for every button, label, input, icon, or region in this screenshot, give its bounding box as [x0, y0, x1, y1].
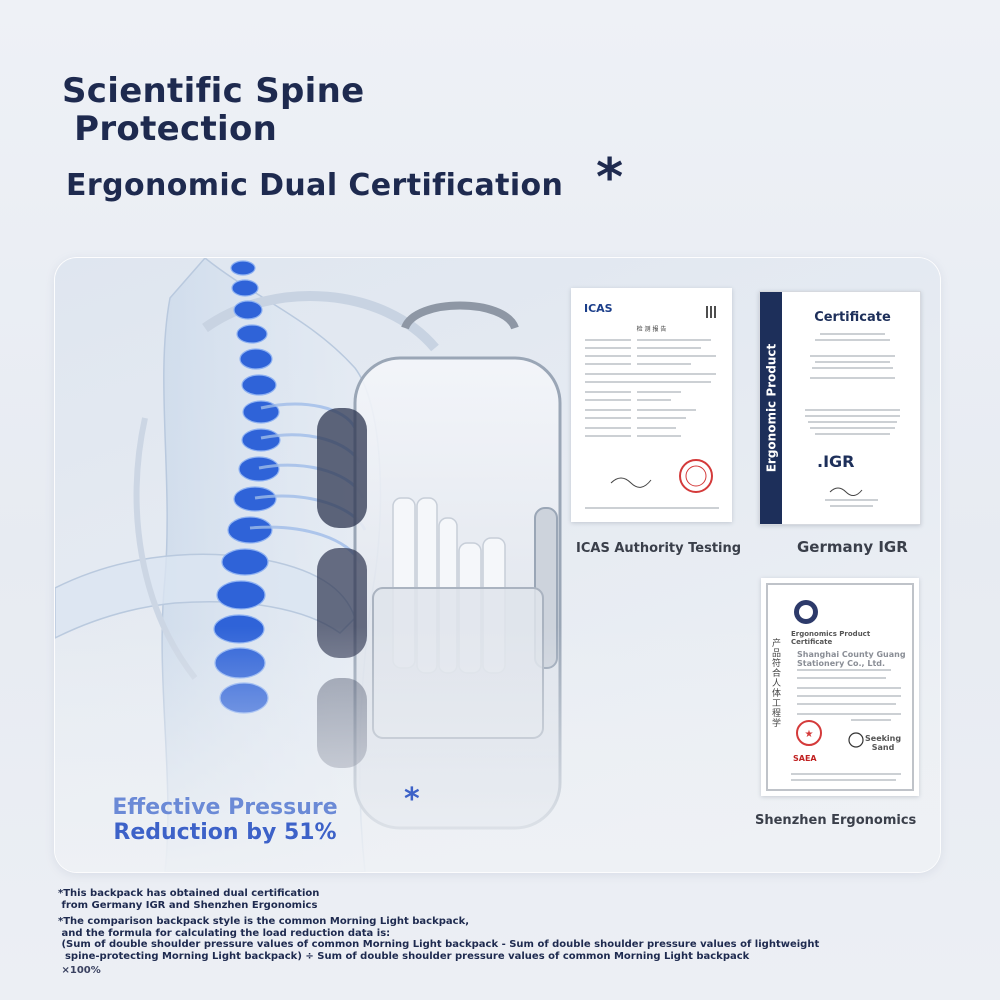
footnote-line-4: and the formula for calculating the load… [58, 927, 391, 939]
qr-code-icon [706, 306, 718, 318]
igr-certificate-image: Ergonomic Product Certificate .IGR [759, 291, 921, 525]
icas-report-title: 检 测 报 告 [636, 326, 667, 333]
shenzhen-certificate-title: Ergonomics Product Certificate [791, 630, 870, 646]
footnote-line-7: ×100% [58, 965, 101, 976]
shenzhen-title-line-1: Ergonomics Product [791, 630, 871, 638]
headline-line-1: Scientific Spine [62, 71, 365, 111]
shenzhen-certificate-image: ★ 产品符合人体工程学 Ergonomics Product Certifica… [761, 578, 919, 796]
footnote-line-1: *This backpack has obtained dual certifi… [58, 888, 320, 899]
igr-side-band: Ergonomic Product [760, 292, 782, 524]
illustration-asterisk: * [404, 782, 420, 817]
headline-line-2: Protection [62, 109, 278, 149]
icas-caption: ICAS Authority Testing [576, 541, 742, 556]
svg-text:★: ★ [805, 729, 814, 740]
certificate-border [766, 583, 914, 791]
footnote-line-3: *The comparison backpack style is the co… [58, 916, 470, 927]
shenzhen-side-text: 产品符合人体工程学 [770, 638, 780, 728]
igr-document-lines [805, 333, 900, 507]
pressure-reduction-claim: Effective Pressure Reduction by 51% [95, 795, 355, 845]
footnote-line-2: from Germany IGR and Shenzhen Ergonomics [58, 899, 318, 911]
footnotes: *This backpack has obtained dual certifi… [58, 888, 938, 977]
shenzhen-company-line-1: Shanghai County Guang [797, 650, 906, 659]
watermark-line-1: Seeking [865, 734, 902, 743]
icas-logo: ICAS [584, 302, 613, 315]
pressure-line-1: Effective Pressure [112, 795, 338, 820]
shenzhen-document-graphics: ★ [791, 600, 901, 781]
icas-document-lines [585, 339, 719, 509]
shenzhen-company-line-2: Stationery Co., Ltd. [797, 659, 886, 668]
pressure-line-2: Reduction by 51% [113, 820, 337, 845]
shenzhen-company-name: Shanghai County Guang Stationery Co., Lt… [797, 650, 906, 668]
footnote-line-5: (Sum of double shoulder pressure values … [58, 939, 820, 950]
headline: Scientific Spine Protection [62, 72, 364, 148]
footnote-line-6: spine-protecting Morning Light backpack)… [58, 950, 750, 962]
igr-logo-text: .IGR [817, 452, 855, 471]
shenzhen-title-line-2: Certificate [791, 638, 833, 646]
igr-certificate-title: Certificate [814, 310, 891, 325]
seeking-sand-watermark: Seeking Sand [865, 734, 901, 752]
saea-logo: SAEA [793, 754, 817, 763]
icas-test-report-image: ICAS 检 测 报 告 [571, 288, 732, 522]
subheadline: Ergonomic Dual Certification [66, 168, 564, 203]
shenzhen-caption: Shenzhen Ergonomics [755, 813, 917, 828]
igr-logo: .IGR [817, 452, 854, 471]
watermark-line-2: Sand [871, 743, 895, 752]
igr-caption: Germany IGR [797, 538, 908, 556]
subheadline-asterisk: * [596, 148, 624, 208]
